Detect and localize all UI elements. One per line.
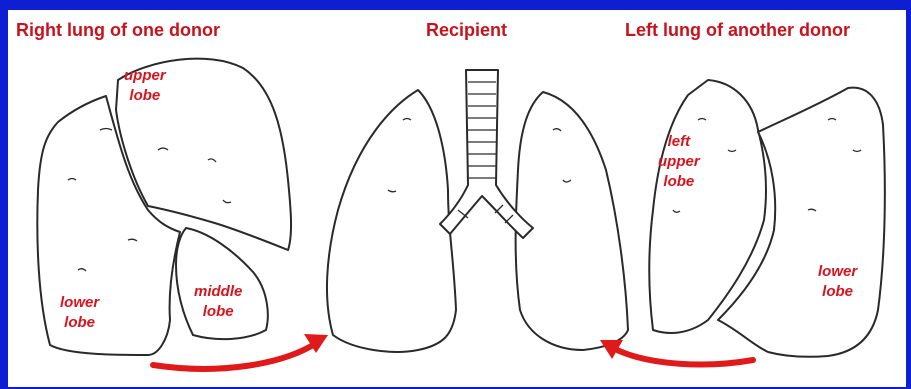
arrow-left-lung-to-recipient [613, 348, 753, 364]
label-left-lower-lobe: lower lobe [818, 262, 857, 302]
label-right-middle-lobe: middle lobe [194, 282, 242, 322]
arrow-right-lung-to-recipient [153, 342, 318, 369]
recipient-left-lung-shape [516, 92, 628, 350]
diagram-panel: Right lung of one donor Recipient Left l… [8, 10, 906, 387]
label-right-upper-lobe: upper lobe [124, 66, 166, 106]
label-right-lower-lobe: lower lobe [60, 293, 99, 333]
recipient-right-lung-shape [327, 90, 456, 352]
transplant-arrows [153, 334, 753, 369]
title-left-lung-donor: Left lung of another donor [625, 20, 850, 41]
title-recipient: Recipient [426, 20, 507, 41]
label-left-upper-lobe: left upper lobe [658, 132, 700, 192]
donor-left-lung [649, 80, 885, 357]
title-right-lung-donor: Right lung of one donor [16, 20, 220, 41]
recipient-lungs [327, 70, 628, 352]
